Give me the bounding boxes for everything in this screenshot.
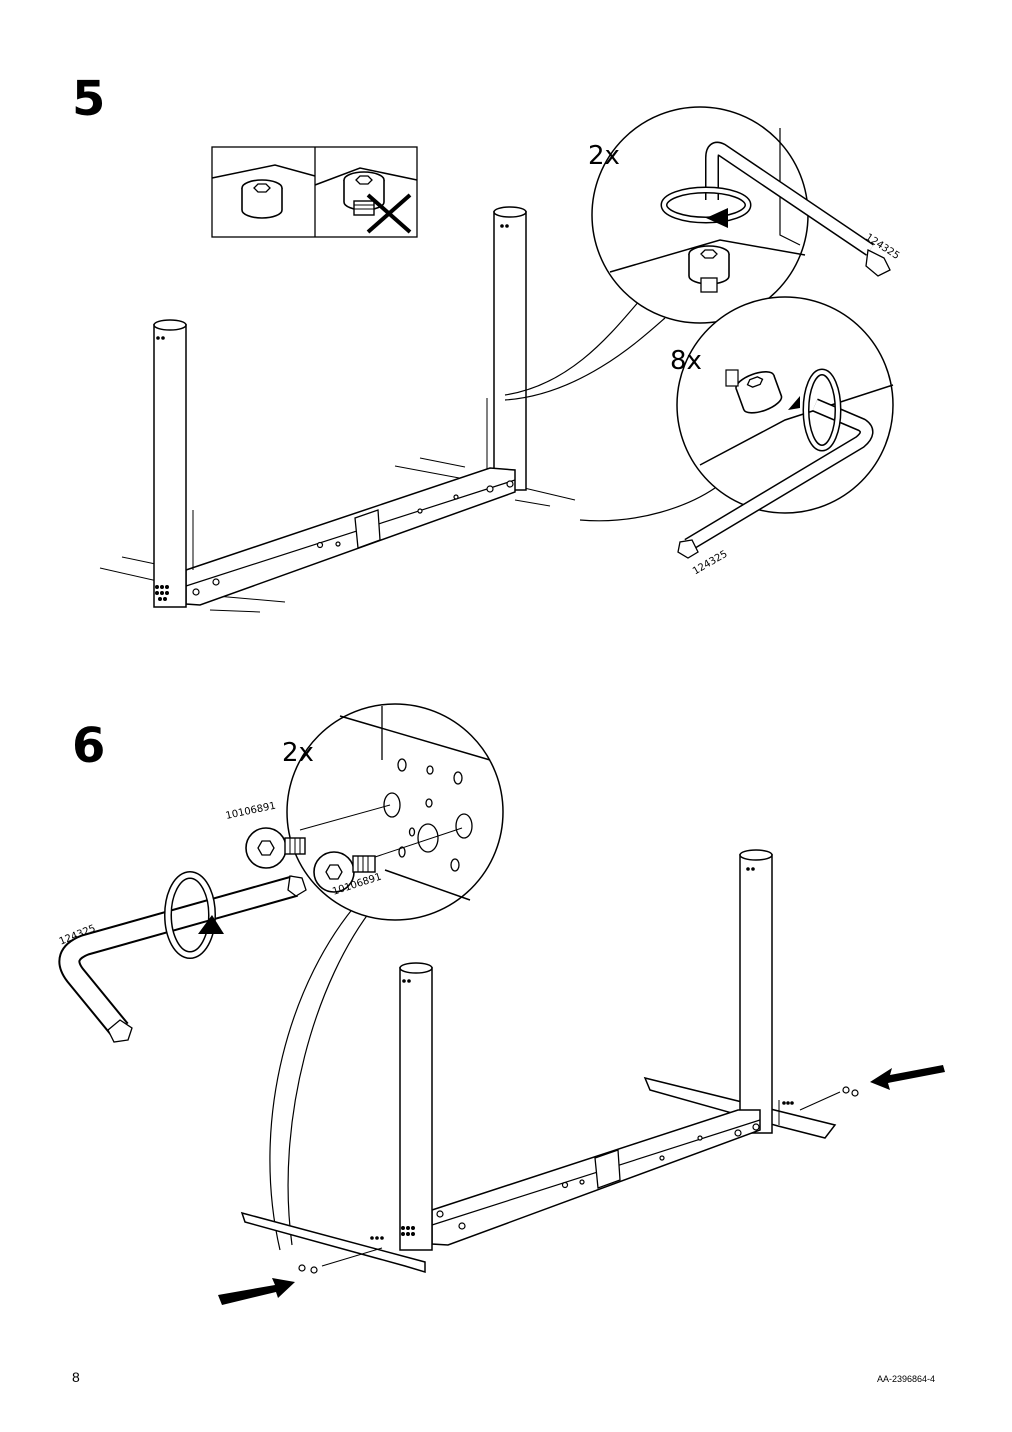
document-code: AA-2396864-4 — [877, 1374, 936, 1384]
quantity-label: 2x — [588, 141, 620, 171]
quantity-label: 2x — [282, 738, 314, 768]
leg-frame-step-5 — [99, 206, 576, 613]
detail-bubble-tighten — [504, 106, 891, 401]
step-number: 6 — [72, 718, 106, 774]
detail-bubble-bolts — [245, 703, 504, 1251]
rotate-counterclockwise-icon — [788, 368, 842, 452]
leg-frame-step-6 — [240, 849, 859, 1274]
screw-orientation-panel — [211, 146, 418, 238]
arrow-left-icon — [870, 1065, 945, 1090]
bolt-icon — [245, 827, 306, 869]
rotate-clockwise-icon — [660, 186, 752, 228]
quantity-label: 8x — [670, 346, 702, 376]
plate-holes — [383, 758, 473, 872]
rotate-clockwise-icon — [164, 871, 224, 959]
screw-protruding-incorrect — [314, 167, 418, 234]
bolt-icon — [313, 851, 376, 893]
step-number: 5 — [72, 71, 106, 127]
cross-icon — [366, 193, 412, 234]
arrow-right-icon — [218, 1278, 295, 1305]
screw-flush-correct — [211, 164, 316, 219]
page-number: 8 — [72, 1369, 80, 1385]
allen-key-icon — [677, 398, 874, 559]
allen-key-icon — [705, 141, 891, 277]
detail-bubble-screws — [579, 296, 894, 559]
allen-key-icon — [58, 875, 307, 1043]
